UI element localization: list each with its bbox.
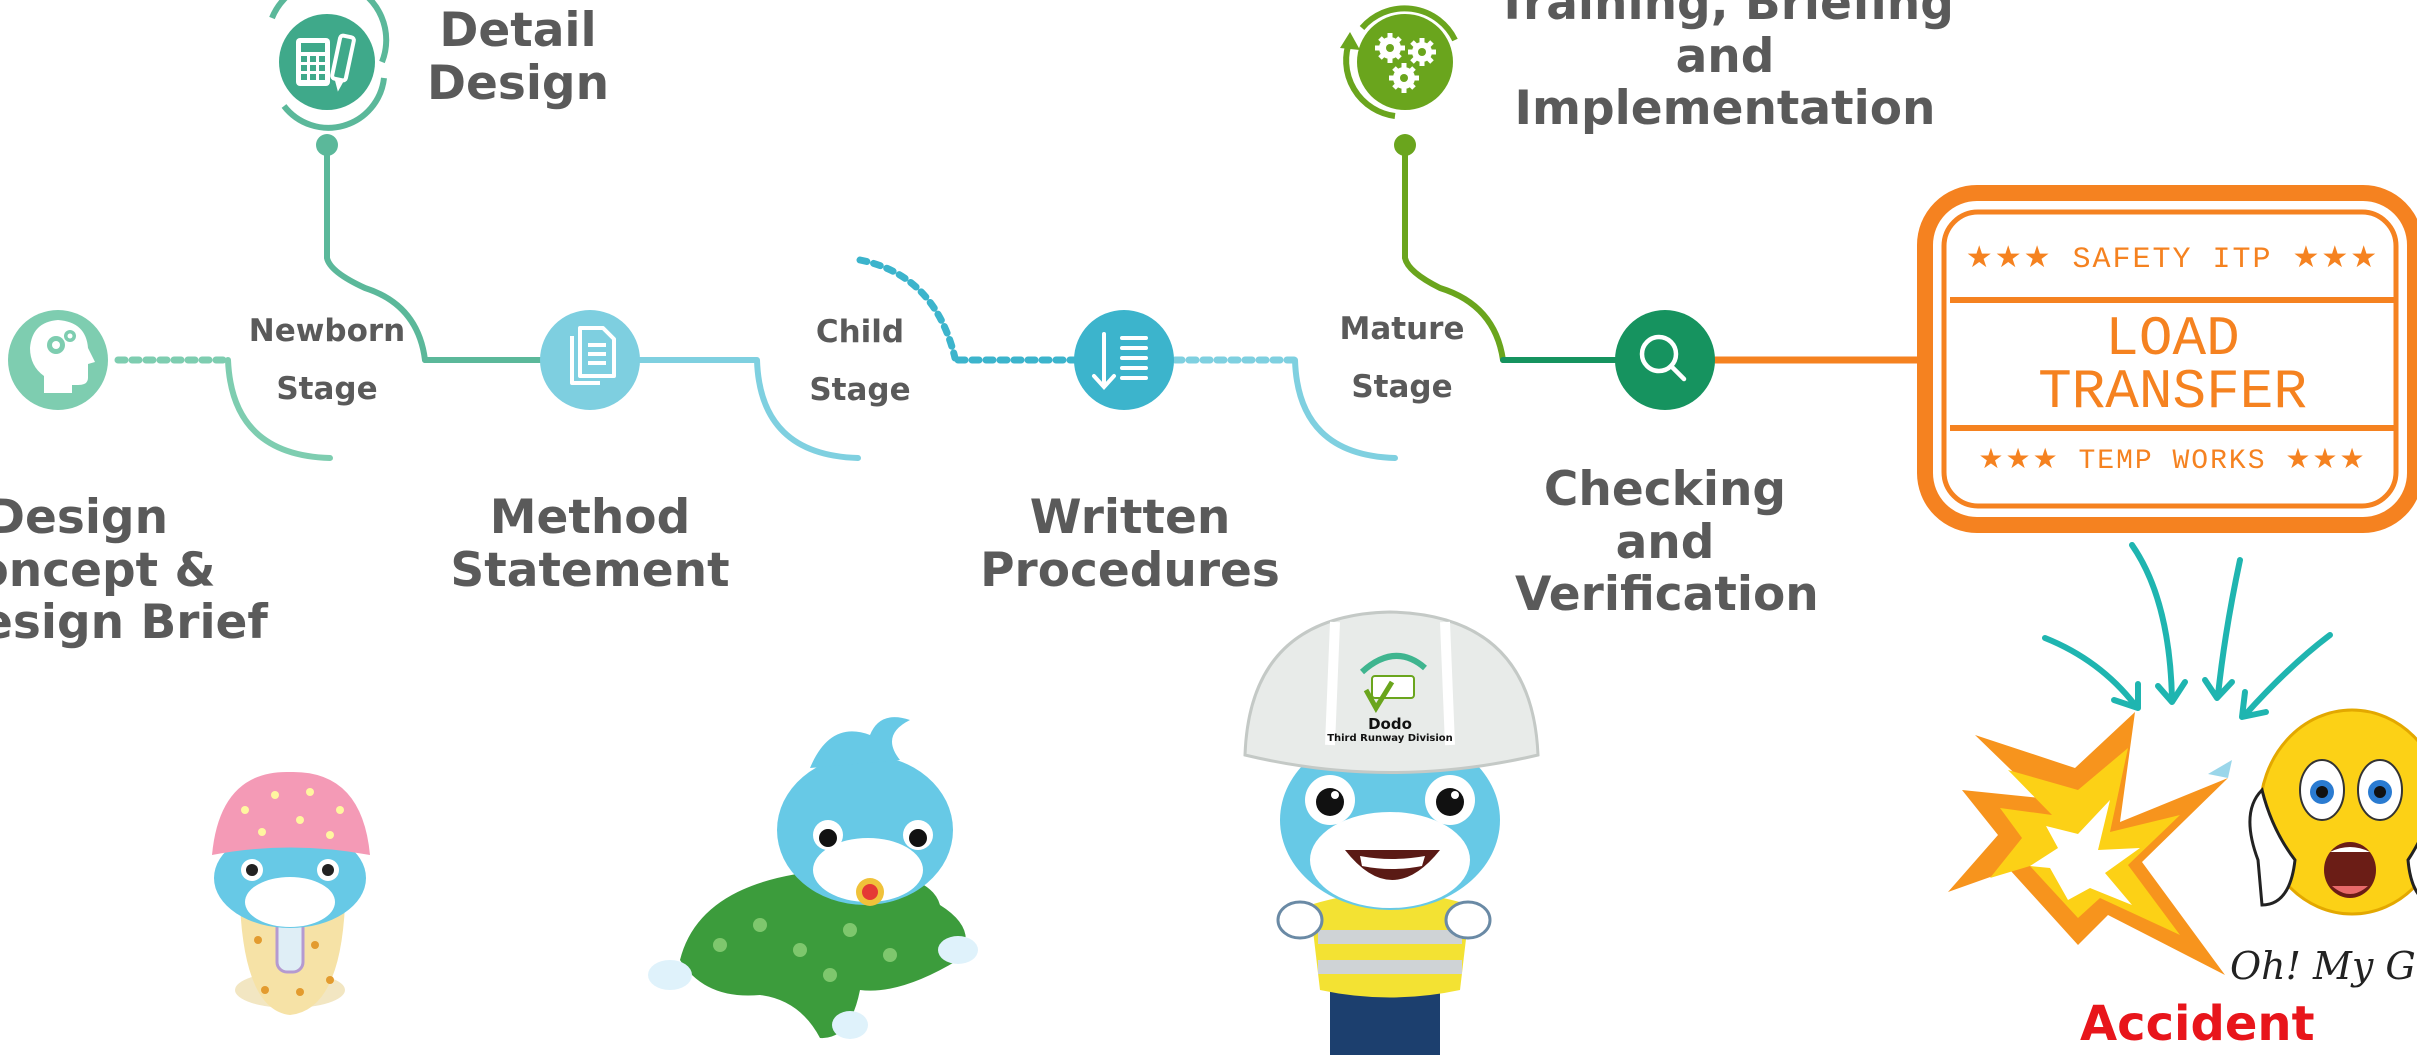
right-hand: [2406, 841, 2417, 895]
head-gears-icon: [30, 320, 95, 393]
scared-emoji: [2208, 708, 2417, 916]
child-mascot: [648, 717, 978, 1039]
written-procedures-node: [1074, 310, 1174, 410]
stamp-top-text: ★★★ SAFETY ITP ★★★: [1965, 243, 2380, 277]
detail-design-node: [269, 0, 390, 131]
left-hand: [2248, 787, 2297, 907]
stamp-bottom-text: ★★★ TEMP WORKS ★★★: [1978, 446, 2367, 477]
calculator-pencil-icon: [296, 33, 356, 92]
gears-icon: [1375, 33, 1436, 93]
checking-node: [1615, 310, 1715, 410]
safety-itp-stamp: [1917, 185, 2417, 533]
connector-lines: [114, 134, 1929, 461]
helmet-name: Dodo: [1368, 715, 1412, 733]
written-procedures-label: Written Procedures: [980, 490, 1280, 598]
checking-label: Checking and Verification: [1515, 462, 1819, 623]
child-stage-label: Child Stage: [809, 314, 911, 408]
sort-list-icon: [1092, 332, 1148, 390]
design-concept-label: Design Concept & Design Brief: [0, 490, 268, 651]
mature-arc-lower: [1292, 357, 1398, 461]
training-pin: [1394, 134, 1416, 156]
newborn-arc-lower: [225, 357, 333, 461]
newborn-stage-label: Newborn Stage: [248, 313, 406, 407]
training-node: [1340, 5, 1458, 119]
explosion-burst: [1948, 712, 2228, 975]
detail-design-stem: [324, 142, 428, 363]
magnifier-icon: [1639, 334, 1687, 382]
detail-design-label: Detail Design: [426, 3, 610, 111]
child-arc-upper-dotted: [856, 256, 959, 362]
newborn-mascot: [212, 771, 370, 1015]
method-statement-node: [540, 310, 640, 410]
mature-stage-label: Mature Stage: [1339, 311, 1465, 405]
documents-icon: [570, 326, 616, 385]
accident-label: Accident: [2080, 996, 2315, 1052]
training-label: Training, Briefing and Implementation: [1496, 0, 1954, 137]
oh-my-god-text: Oh! My God: [2230, 944, 2417, 988]
method-statement-label: Method Statement: [450, 490, 730, 598]
impact-arrows: [2042, 542, 2333, 720]
child-arc-lower: [754, 357, 861, 461]
stamp-title-line1: LOAD: [2105, 307, 2240, 371]
mature-mascot: [1243, 610, 1540, 1055]
detail-design-pin: [316, 134, 338, 156]
training-stem: [1402, 142, 1506, 363]
design-concept-node: [8, 310, 108, 410]
helmet-division: Third Runway Division: [1327, 733, 1453, 744]
stamp-title-line2: TRANSFER: [2038, 360, 2307, 424]
